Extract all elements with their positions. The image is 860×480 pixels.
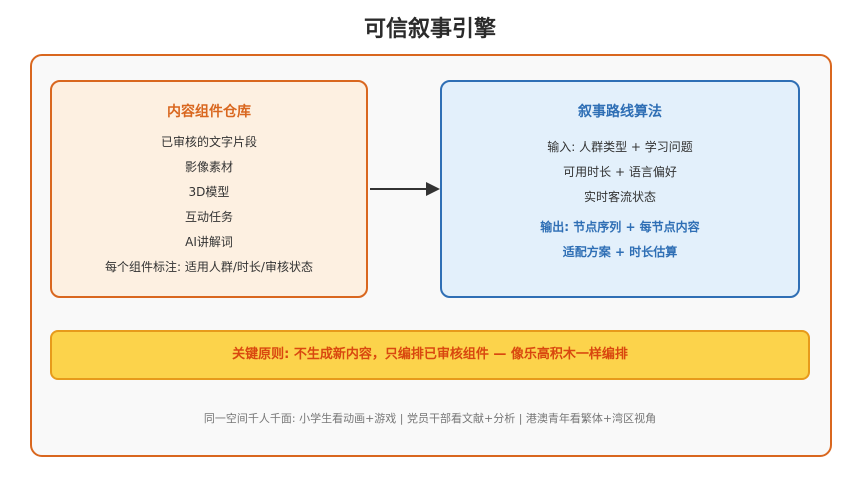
content-repository-box: 内容组件仓库 已审核的文字片段 影像素材 3D模型 互动任务 AI讲解词 每个组… (50, 80, 368, 298)
algorithm-input-line: 可用时长 + 语言偏好 (563, 165, 677, 179)
narrative-algorithm-heading: 叙事路线算法 (578, 104, 662, 120)
repository-item: 影像素材 (184, 160, 233, 174)
algorithm-output-line: 适配方案 + 时长估算 (562, 245, 678, 259)
algorithm-input-line: 输入: 人群类型 + 学习问题 (547, 140, 693, 154)
key-principle-banner: 关键原则: 不生成新内容，只编排已审核组件 — 像乐高积木一样编排 (50, 330, 810, 380)
repository-annotation-note: 每个组件标注: 适用人群/时长/审核状态 (105, 260, 313, 274)
repository-item: AI讲解词 (185, 235, 233, 249)
flow-arrow-icon (370, 182, 440, 196)
content-repository-heading: 内容组件仓库 (167, 104, 251, 120)
repository-item: 互动任务 (184, 210, 233, 224)
algorithm-output-line: 输出: 节点序列 + 每节点内容 (540, 220, 700, 234)
diagram-title: 可信叙事引擎 (363, 17, 496, 42)
repository-item: 已审核的文字片段 (160, 135, 257, 149)
narrative-algorithm-box: 叙事路线算法 输入: 人群类型 + 学习问题 可用时长 + 语言偏好 实时客流状… (440, 80, 800, 298)
footer-note: 同一空间千人千面: 小学生看动画+游戏 | 党员干部看文献+分析 | 港澳青年看… (203, 412, 657, 425)
repository-item: 3D模型 (188, 185, 230, 199)
algorithm-input-line: 实时客流状态 (583, 190, 656, 204)
